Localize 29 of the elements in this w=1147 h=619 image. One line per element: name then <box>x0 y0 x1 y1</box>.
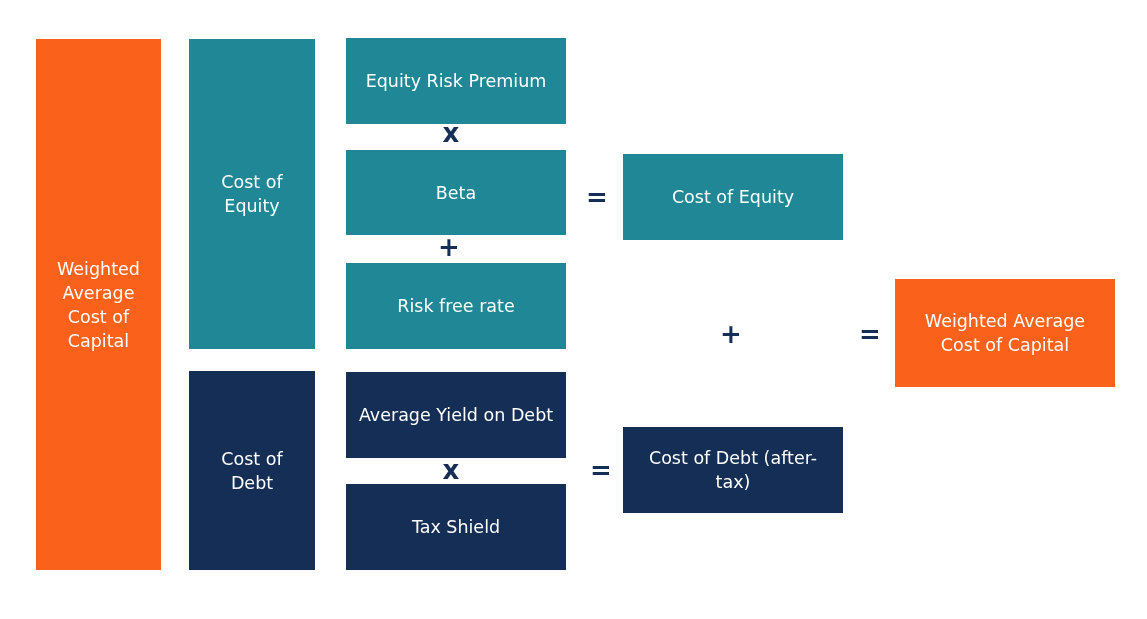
operator-symbol: + <box>438 234 460 260</box>
formula-box <box>346 38 566 124</box>
formula-box <box>36 39 161 570</box>
operator-symbol: + <box>720 321 742 347</box>
box-label: Beta <box>435 181 477 205</box>
formula-box <box>346 372 566 458</box>
box-label: Cost of Debt <box>220 447 284 495</box>
formula-box <box>189 39 315 349</box>
box-label: Cost of Debt (after-tax) <box>647 447 819 494</box>
formula-box <box>346 484 566 570</box>
formula-box <box>623 427 843 513</box>
operator-symbol: x <box>442 457 460 483</box>
formula-box <box>895 279 1115 387</box>
operator-symbol: x <box>442 120 460 146</box>
box-label: Tax Shield <box>411 516 501 539</box>
box-label: Weighted Average Cost of Capital <box>56 257 141 353</box>
box-label: Cost of Equity <box>671 186 795 209</box>
box-label: Risk free rate <box>397 295 515 318</box>
box-label: Cost of Equity <box>220 171 284 218</box>
operator-symbol: = <box>590 457 612 483</box>
box-label: Weighted Average Cost of Capital <box>923 310 1087 357</box>
operator-symbol: = <box>859 321 881 347</box>
formula-box <box>346 150 566 235</box>
operator-symbol: = <box>586 184 608 210</box>
formula-box <box>623 154 843 240</box>
formula-box <box>346 263 566 349</box>
formula-box <box>189 371 315 570</box>
box-label: Average Yield on Debt <box>358 404 554 427</box>
box-label: Equity Risk Premium <box>365 70 547 93</box>
